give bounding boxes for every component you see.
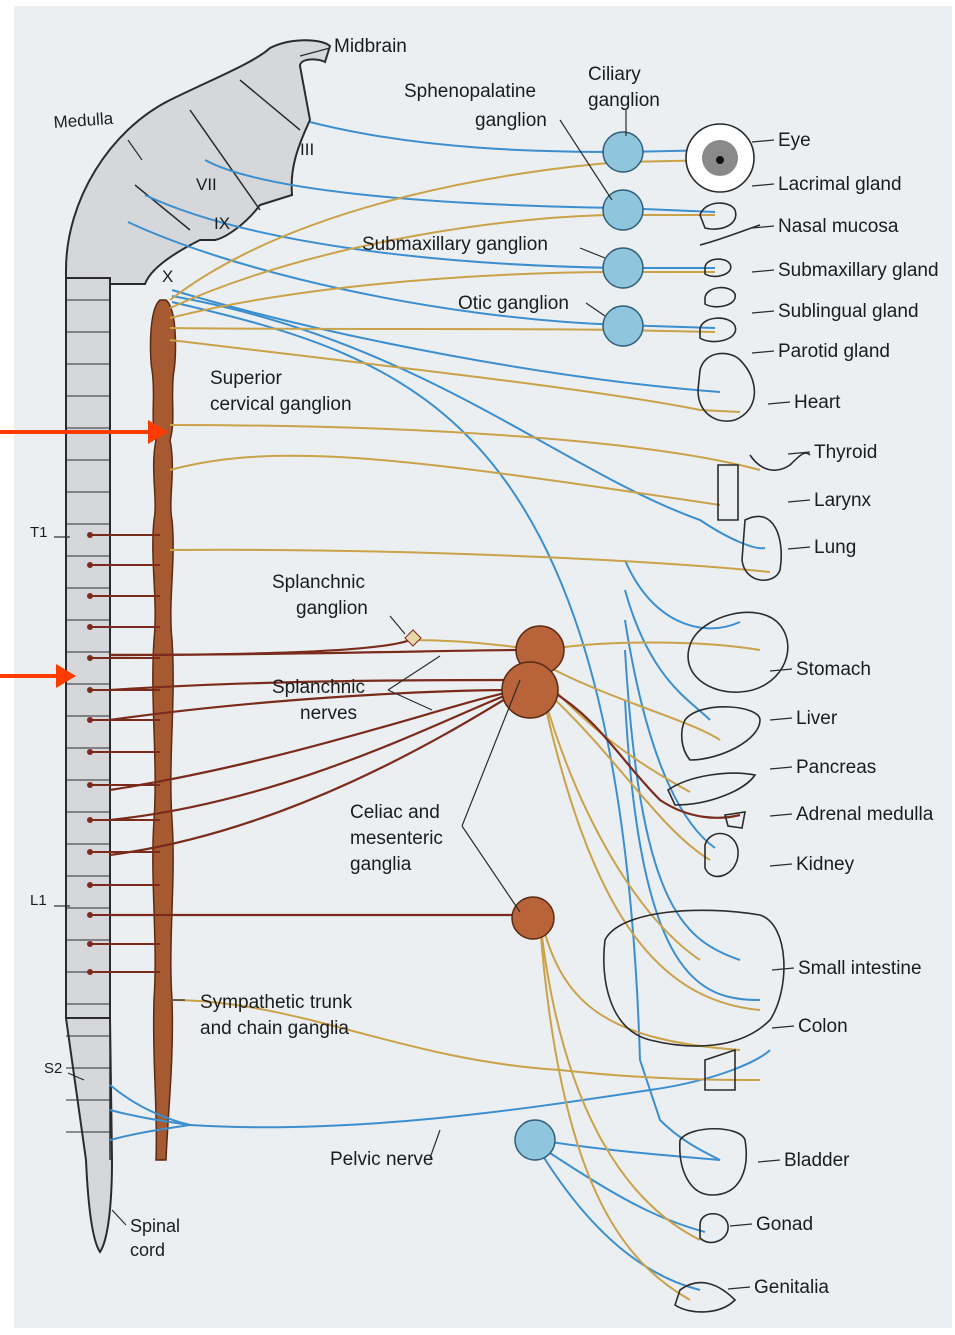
organ-label-colon: Colon [798, 1016, 848, 1037]
label-l1: L1 [30, 892, 47, 909]
label-t1: T1 [30, 524, 48, 541]
cell-body-dot [87, 817, 93, 823]
organ-label-kidney: Kidney [796, 854, 855, 875]
label-superior-cervical-2: cervical ganglion [210, 394, 352, 415]
organ-label-parotid-gland: Parotid gland [778, 341, 890, 362]
label-splanchnic-nerves-1: Splanchnic [272, 677, 365, 698]
cell-body-dot [87, 912, 93, 918]
organ-label-liver: Liver [796, 708, 838, 729]
label-cranial-iii: III [300, 140, 314, 159]
label-splanchnic-nerves-2: nerves [300, 703, 357, 724]
label-otic-ganglion: Otic ganglion [458, 293, 569, 314]
label-cranial-ix: IX [214, 214, 230, 233]
cell-body-dot [87, 624, 93, 630]
organ-label-heart: Heart [794, 392, 841, 413]
label-sympathetic-trunk-2: and chain ganglia [200, 1018, 349, 1039]
organ-label-adrenal-medulla: Adrenal medulla [796, 804, 934, 825]
cell-body-dot [87, 782, 93, 788]
organ-label-lacrimal-gland: Lacrimal gland [778, 174, 902, 195]
label-ciliary-2: ganglion [588, 90, 660, 111]
label-sphenopalatine-2: ganglion [475, 110, 547, 131]
eye-icon [686, 124, 754, 192]
label-midbrain: Midbrain [334, 36, 407, 57]
cell-body-dot [87, 655, 93, 661]
label-spinal-cord-1: Spinal [130, 1216, 180, 1236]
cell-body-dot [87, 882, 93, 888]
label-s2: S2 [44, 1060, 62, 1077]
label-spinal-cord-2: cord [130, 1240, 165, 1260]
label-celiac-3: ganglia [350, 854, 412, 875]
organ-label-pancreas: Pancreas [796, 757, 876, 778]
label-ciliary-1: Ciliary [588, 64, 641, 85]
label-celiac-1: Celiac and [350, 802, 440, 823]
label-pelvic-nerve: Pelvic nerve [330, 1149, 434, 1170]
cell-body-dot [87, 687, 93, 693]
cell-body-dot [87, 941, 93, 947]
ciliary-ganglion [603, 132, 643, 172]
organ-label-gonad: Gonad [756, 1214, 813, 1235]
otic-ganglion [603, 306, 643, 346]
cell-body-dot [87, 849, 93, 855]
cell-body-dot [87, 562, 93, 568]
label-sympathetic-trunk-1: Sympathetic trunk [200, 992, 353, 1013]
label-cranial-x: X [162, 267, 173, 286]
organ-label-genitalia: Genitalia [754, 1277, 829, 1298]
cell-body-dot [87, 717, 93, 723]
label-sphenopalatine-1: Sphenopalatine [404, 81, 536, 102]
organ-label-lung: Lung [814, 537, 856, 558]
spinal-cord [66, 278, 110, 1018]
label-superior-cervical-1: Superior [210, 368, 282, 389]
organ-label-stomach: Stomach [796, 659, 871, 680]
organ-label-small-intestine: Small intestine [798, 958, 922, 979]
organ-label-thyroid: Thyroid [814, 442, 877, 463]
label-splanchnic-ganglion-2: ganglion [296, 598, 368, 619]
organ-label-submaxillary-gland: Submaxillary gland [778, 260, 939, 281]
inferior-mesenteric-ganglion [512, 897, 554, 939]
submaxillary-ganglion [603, 248, 643, 288]
superior-mesenteric-ganglion [502, 662, 558, 718]
cell-body-dot [87, 969, 93, 975]
organ-label-sublingual-gland: Sublingual gland [778, 301, 919, 322]
organ-label-larynx: Larynx [814, 490, 872, 511]
organ-label-bladder: Bladder [784, 1150, 850, 1171]
organ-label-eye: Eye [778, 130, 811, 151]
label-celiac-2: mesenteric [350, 828, 443, 849]
label-submaxillary-ganglion: Submaxillary ganglion [362, 234, 548, 255]
cell-body-dot [87, 532, 93, 538]
organ-label-nasal-mucosa: Nasal mucosa [778, 216, 899, 237]
label-splanchnic-ganglion-1: Splanchnic [272, 572, 365, 593]
cell-body-dot [87, 749, 93, 755]
pelvic-ganglion [515, 1120, 555, 1160]
cell-body-dot [87, 593, 93, 599]
label-cranial-vii: VII [196, 175, 217, 194]
